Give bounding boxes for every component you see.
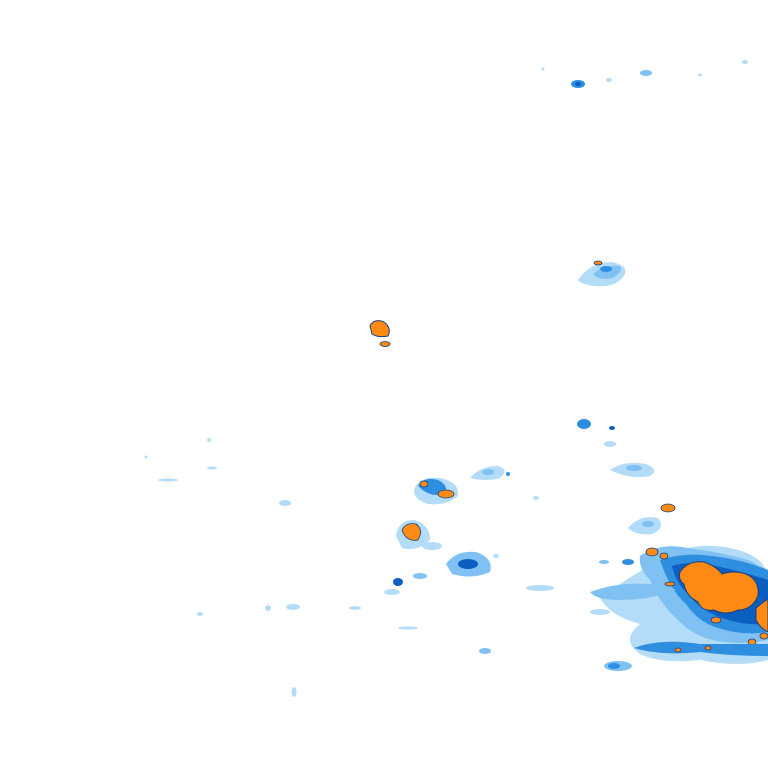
echo-cell (608, 663, 620, 669)
echo-cell (369, 320, 390, 338)
echo-cell (710, 616, 722, 624)
echo-cell (393, 578, 403, 586)
echo-cell (742, 60, 748, 64)
echo-cell (590, 609, 610, 615)
echo-cell (207, 466, 217, 470)
echo-cell (493, 554, 499, 558)
echo-cluster-east-mid (533, 419, 676, 535)
echo-cell (645, 547, 659, 557)
echo-cell (279, 500, 291, 506)
echo-cell (674, 647, 682, 653)
echo-cell (660, 503, 676, 513)
echo-cell (482, 469, 494, 475)
echo-cell (606, 78, 612, 82)
echo-cell (207, 438, 211, 442)
echo-cell (755, 599, 768, 633)
echo-cell (626, 465, 642, 471)
echo-cell (265, 605, 271, 611)
echo-cell (593, 265, 621, 279)
echo-cell (379, 341, 391, 347)
echo-cluster-top (541, 60, 748, 88)
echo-cell (158, 478, 178, 482)
echo-cluster-light-scatter (144, 438, 491, 697)
echo-cell (526, 585, 554, 591)
echo-cell (533, 496, 539, 500)
echo-cell (413, 573, 427, 579)
echo-cell (759, 632, 768, 640)
echo-cell (384, 589, 400, 595)
echo-cell (664, 581, 676, 587)
echo-cell (422, 542, 442, 550)
echo-cell (704, 645, 712, 651)
echo-cell (437, 489, 455, 499)
echo-cell (590, 583, 676, 600)
echo-cell (679, 561, 759, 614)
echo-cell (609, 426, 615, 430)
echo-cell (577, 419, 591, 429)
echo-cell (541, 67, 545, 71)
echo-cell (634, 641, 768, 656)
echo-cell (604, 441, 616, 447)
echo-cell (698, 73, 702, 77)
echo-cell (575, 82, 581, 86)
echo-cluster-center (369, 320, 391, 347)
echo-cell (398, 626, 418, 630)
echo-cluster-storm-complex (590, 545, 768, 671)
echo-cell (419, 480, 429, 488)
echo-cluster-south-center (384, 466, 554, 595)
echo-cell (144, 455, 148, 459)
echo-cell (286, 604, 300, 610)
echo-cell (600, 266, 612, 272)
echo-cell (291, 687, 297, 697)
echo-cell (401, 523, 421, 541)
echo-cell (458, 559, 478, 569)
echo-cluster-mid-right (578, 260, 626, 287)
echo-cell (197, 612, 203, 616)
echo-cell (599, 560, 609, 564)
echo-cell (593, 260, 603, 266)
echo-cell (479, 648, 491, 654)
echo-cell (622, 559, 634, 565)
echo-cell (506, 472, 510, 476)
echo-cell (659, 552, 669, 560)
echo-cell (640, 70, 652, 76)
echo-cell (349, 606, 361, 610)
echo-cell (642, 521, 654, 527)
